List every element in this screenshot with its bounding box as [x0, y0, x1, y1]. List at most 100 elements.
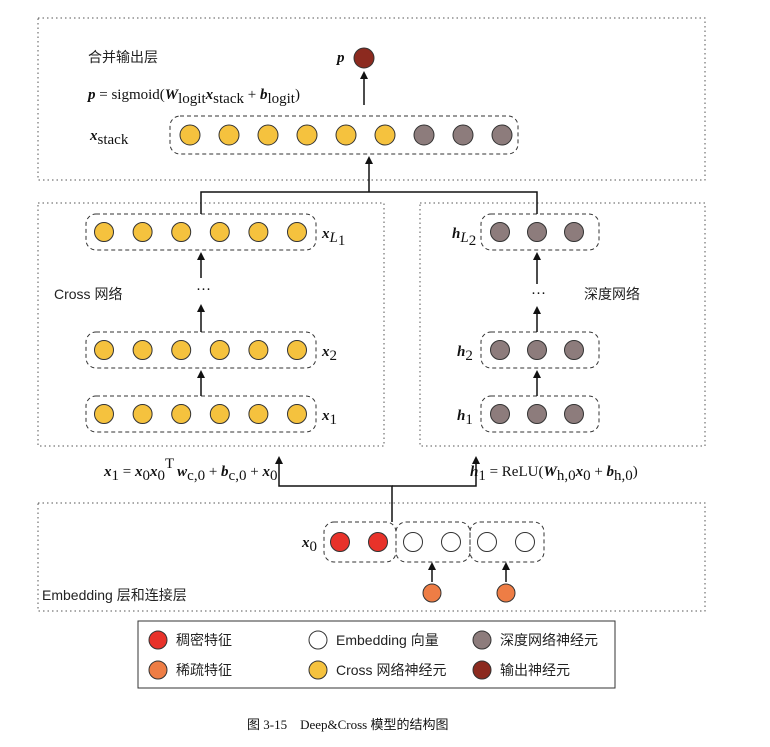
deep-neuron	[527, 340, 547, 360]
deep-neuron	[490, 404, 510, 424]
x-stack-deep-neuron	[491, 124, 513, 146]
embedding-neuron	[403, 532, 423, 552]
cross-neuron	[171, 340, 192, 360]
embedding-layer-title: Embedding 层和连接层	[42, 587, 187, 603]
deep-layer-L2-group	[480, 213, 600, 251]
x-stack-cross-neuron	[218, 124, 240, 146]
deep-neuron	[564, 404, 584, 424]
p-symbol: p	[335, 50, 345, 66]
dense-feature-neuron	[330, 532, 350, 552]
x-stack-cross-neuron	[296, 124, 318, 146]
output-layer-panel	[37, 17, 706, 181]
cross-label-L1: xL1	[321, 226, 345, 249]
x0-label: x0	[301, 535, 317, 555]
legend-swatch-sparse	[148, 660, 168, 680]
x-stack-cross-neuron	[335, 124, 357, 146]
deep-neurons	[490, 222, 584, 424]
cross-layer-1-group	[85, 395, 317, 433]
x-stack-cross-neuron	[257, 124, 279, 146]
cross-neuron	[209, 222, 230, 242]
deep-label-2: h2	[457, 344, 473, 364]
legend-label-sparse: 稀疏特征	[176, 662, 232, 678]
deep-neuron	[527, 222, 547, 242]
x-stack-cross-neuron	[179, 124, 201, 146]
legend-swatch-deep	[472, 630, 492, 650]
cross-neuron	[248, 340, 269, 360]
cross-neuron	[94, 222, 114, 242]
legend-item-dense: 稠密特征	[148, 630, 232, 650]
cross-neuron	[209, 404, 230, 424]
cross-neuron	[94, 404, 114, 424]
legend-label-deep: 深度网络神经元	[500, 632, 598, 648]
embedding-layer-panel	[37, 502, 706, 612]
cross-label-2: x2	[321, 344, 337, 364]
deep-neuron	[564, 222, 584, 242]
legend-swatch-embedding	[308, 630, 328, 650]
deep-neuron	[564, 340, 584, 360]
merge-connector	[200, 191, 538, 214]
cross-neuron	[287, 222, 307, 242]
legend-item-output: 输出神经元	[472, 660, 570, 680]
cross-layer-2-group	[85, 331, 317, 369]
output-layer-title: 合并输出层	[88, 49, 158, 65]
sparse-feature-2	[496, 583, 516, 603]
embedding-neurons	[330, 532, 535, 552]
cross-neurons	[94, 222, 307, 424]
sparse-feature-1	[422, 583, 442, 603]
deep-ellipsis: ···	[531, 286, 546, 302]
embedding-neuron	[441, 532, 461, 552]
x-stack-label: xstack	[89, 128, 129, 148]
deep-neuron	[527, 404, 547, 424]
cross-network-panel	[37, 202, 385, 447]
embedding-group-2	[469, 521, 545, 563]
cross-neuron	[132, 222, 153, 242]
legend-swatch-output	[472, 660, 492, 680]
cross-neuron	[171, 404, 192, 424]
cross-label-1: x1	[321, 408, 337, 428]
cross-neuron	[287, 404, 307, 424]
cross-ellipsis: ···	[196, 282, 211, 298]
x-stack-deep-neuron	[413, 124, 435, 146]
legend-item-embedding: Embedding 向量	[308, 630, 439, 650]
cross-neuron	[248, 404, 269, 424]
deep-layer-2-group	[480, 331, 600, 369]
cross-neuron	[132, 340, 153, 360]
embedding-connector-right	[392, 456, 480, 487]
deep-network-title: 深度网络	[584, 286, 640, 302]
deep-neuron	[490, 222, 510, 242]
deep-formula: h1 = ReLU(Wh,0x0 + bh,0)	[470, 464, 638, 484]
x-stack-deep-neuron	[452, 124, 474, 146]
legend-label-cross: Cross 网络神经元	[336, 662, 446, 678]
legend-swatch-dense	[148, 630, 168, 650]
legend-label-output: 输出神经元	[500, 662, 570, 678]
deep-label-1: h1	[457, 408, 473, 428]
cross-neuron	[287, 340, 307, 360]
legend-swatch-cross	[308, 660, 328, 680]
legend-label-dense: 稠密特征	[176, 632, 232, 648]
output-neuron	[353, 47, 375, 69]
x-stack-cross-neuron	[374, 124, 396, 146]
embedding-neuron	[515, 532, 535, 552]
deep-layer-1-group	[480, 395, 600, 433]
cross-network-title: Cross 网络	[54, 286, 122, 302]
embedding-connector	[275, 456, 393, 522]
cross-neuron	[132, 404, 153, 424]
output-formula: p = sigmoid(Wlogitxstack + blogit)	[86, 87, 300, 107]
deep-label-L2: hL2	[452, 226, 476, 249]
x-stack-group	[169, 115, 519, 155]
legend-item-cross: Cross 网络神经元	[308, 660, 446, 680]
embedding-neuron	[477, 532, 497, 552]
legend-item-deep: 深度网络神经元	[472, 630, 598, 650]
cross-neuron	[94, 340, 114, 360]
legend-label-embedding: Embedding 向量	[336, 632, 439, 648]
deep-network-panel	[419, 202, 706, 447]
cross-neuron	[209, 340, 230, 360]
figure-caption: 图 3-15 Deep&Cross 模型的结构图	[247, 717, 449, 732]
dense-feature-neuron	[368, 532, 388, 552]
deep-neuron	[490, 340, 510, 360]
cross-neuron	[248, 222, 269, 242]
legend-item-sparse: 稀疏特征	[148, 660, 232, 680]
legend-box	[137, 620, 616, 689]
